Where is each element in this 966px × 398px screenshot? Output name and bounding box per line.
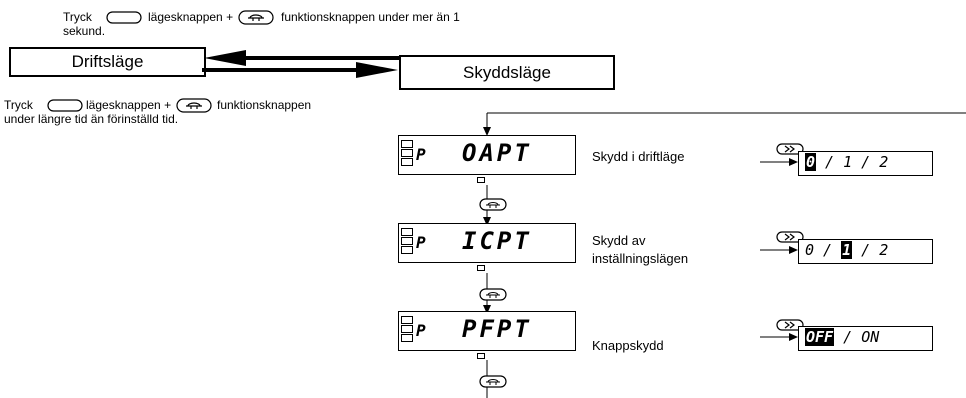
- top-instruction-mid: lägesknappen +: [148, 10, 234, 24]
- display-label-3: Knappskydd: [592, 338, 664, 353]
- display-label-2: Skydd av inställningslägen: [592, 233, 689, 266]
- shift-key-icon: [776, 230, 804, 248]
- display-setting-protect: P ICPT: [398, 223, 576, 273]
- protect-mode-box: Skyddsläge: [399, 55, 615, 90]
- value-separator: /: [816, 153, 844, 171]
- value-box-2: [798, 239, 933, 264]
- display-code: PFPT: [462, 315, 532, 343]
- value-options-2: 0 / 1 / 2: [805, 241, 888, 259]
- top-instruction: Tryck lägesknappen + funktionsknappen un…: [63, 10, 460, 38]
- display-operation-protect: P OAPT: [398, 135, 576, 185]
- mode-key-icon: [47, 99, 83, 115]
- bottom-instruction-mid: lägesknappen +: [86, 98, 172, 112]
- arrow-icon: [204, 50, 246, 66]
- value-option: 0: [805, 241, 815, 259]
- value-separator: /: [852, 153, 880, 171]
- protect-mode-label: Skyddsläge: [463, 62, 551, 82]
- top-instruction-tryck: Tryck: [63, 10, 92, 24]
- value-option: ON: [861, 328, 880, 346]
- mode-key-icon: [106, 11, 142, 27]
- value-separator: /: [834, 328, 862, 346]
- display-code: ICPT: [462, 227, 532, 255]
- top-instruction-end: funktionsknappen under mer än 1: [281, 10, 460, 24]
- value-option: OFF: [805, 328, 835, 346]
- bottom-instruction: Tryck lägesknappen + funktionsknappen un…: [4, 98, 311, 126]
- top-instruction-line2: sekund.: [63, 24, 106, 38]
- display-key-protect: P PFPT: [398, 311, 576, 361]
- display-p-symbol: P: [416, 321, 426, 340]
- function-key-icon: [238, 10, 274, 28]
- function-key-icon: [479, 198, 507, 216]
- shift-key-icon: [776, 318, 804, 336]
- arrow-icon: [356, 62, 398, 78]
- display-label-1: Skydd i driftläge: [592, 149, 685, 164]
- value-option: 1: [843, 153, 853, 171]
- function-key-icon: [479, 375, 507, 393]
- value-option: 0: [805, 153, 817, 171]
- function-key-icon: [176, 98, 212, 116]
- value-option: 2: [879, 153, 889, 171]
- function-key-icon: [479, 288, 507, 306]
- value-options-3: OFF / ON: [805, 328, 879, 346]
- display-code: OAPT: [462, 139, 532, 167]
- bottom-instruction-end: funktionsknappen: [217, 98, 312, 112]
- display-p-symbol: P: [416, 233, 426, 252]
- bottom-instruction-line2: under längre tid än förinställd tid.: [4, 112, 179, 126]
- value-option: 1: [841, 241, 853, 259]
- bottom-instruction-tryck: Tryck: [4, 98, 33, 112]
- value-separator: /: [814, 241, 842, 259]
- value-box-1: [798, 151, 933, 176]
- value-options-1: 0 / 1 / 2: [805, 153, 888, 171]
- display-p-symbol: P: [416, 145, 426, 164]
- value-option: 2: [879, 241, 889, 259]
- operation-mode-label: Driftsläge: [71, 52, 144, 71]
- operation-mode-box: Driftsläge: [9, 47, 206, 77]
- value-separator: /: [852, 241, 880, 259]
- shift-key-icon: [776, 142, 804, 160]
